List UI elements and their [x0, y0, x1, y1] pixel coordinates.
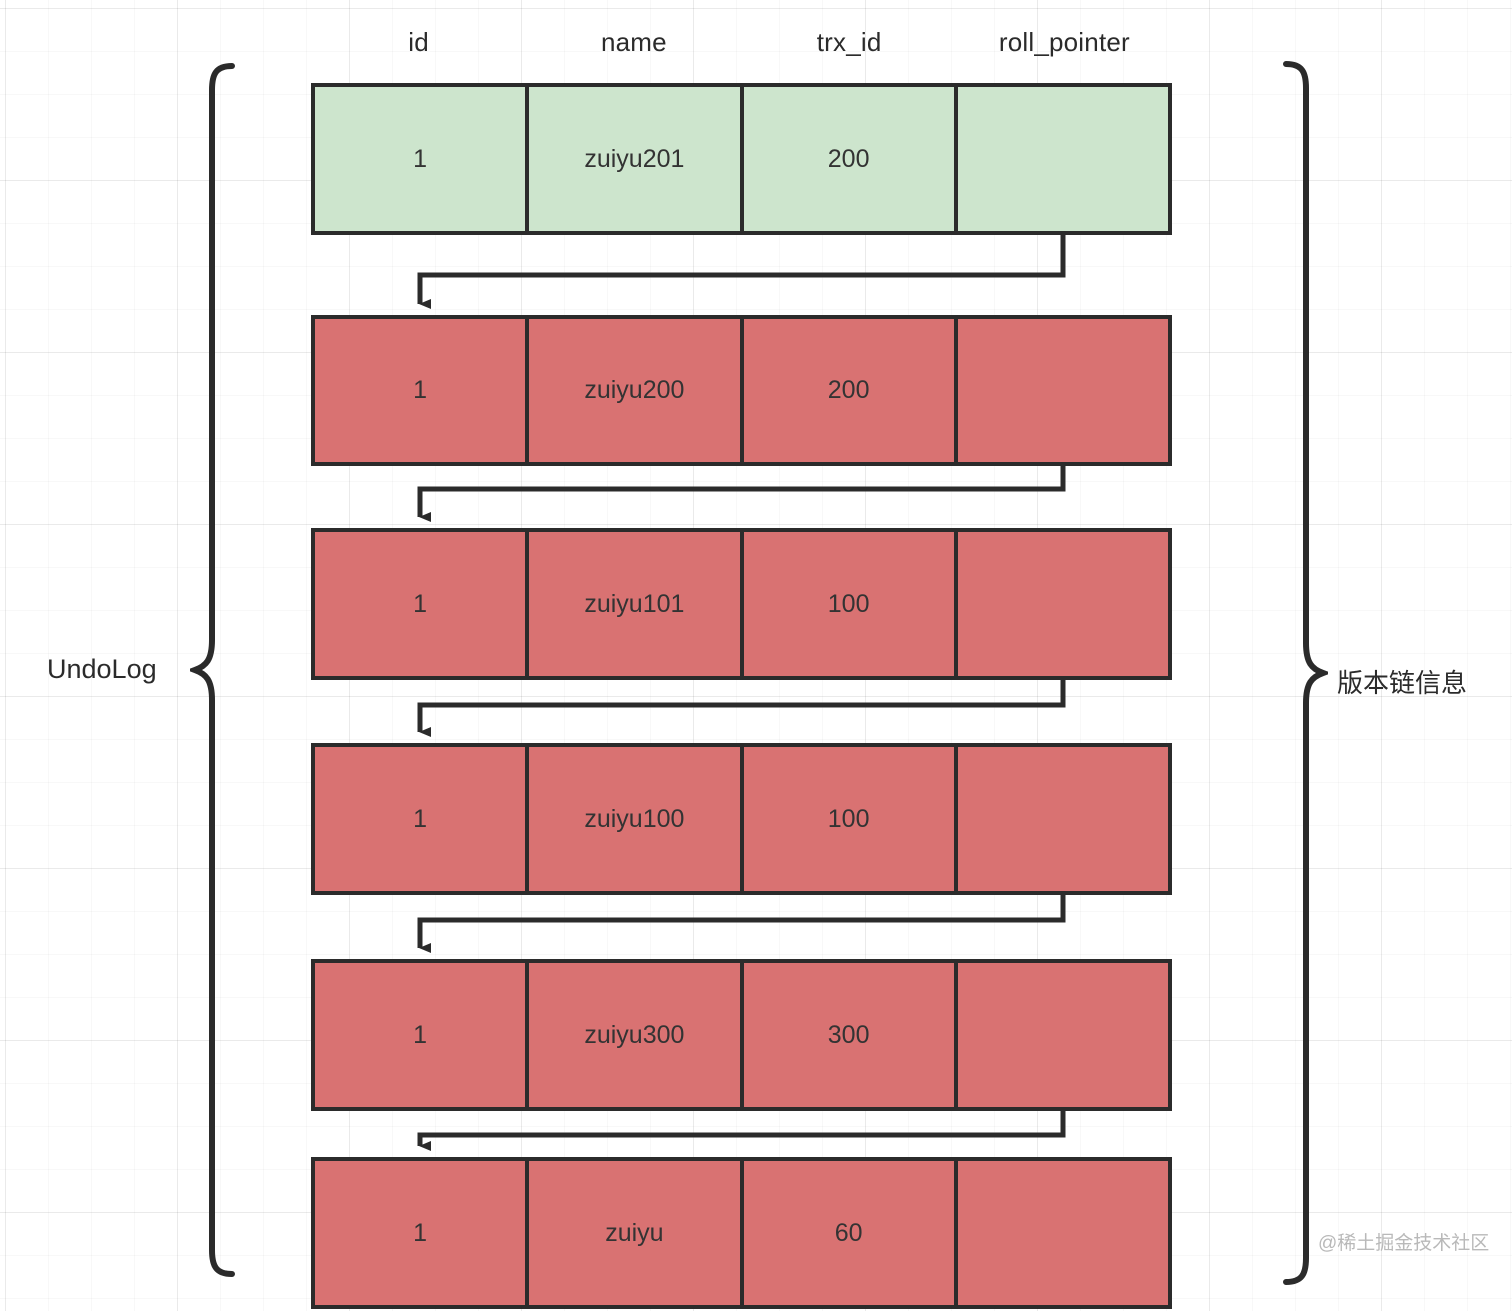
- cell-name: zuiyu200: [529, 319, 744, 462]
- version-row-undo-1[interactable]: 1 zuiyu200 200: [311, 315, 1172, 466]
- version-chain-label: 版本链信息: [1337, 668, 1468, 698]
- cell-id: 1: [315, 963, 530, 1107]
- version-row-current[interactable]: 1 zuiyu201 200: [311, 83, 1172, 235]
- version-row-undo-5[interactable]: 1 zuiyu 60: [311, 1157, 1172, 1309]
- cell-trx-id: 200: [743, 319, 958, 462]
- column-header-id: id: [408, 27, 429, 57]
- connector-2-to-3: [417, 466, 1066, 522]
- column-header-trx-id: trx_id: [816, 27, 882, 57]
- cell-id: 1: [315, 747, 530, 891]
- cell-roll-pointer: [957, 747, 1168, 891]
- version-chain-brace: [1283, 61, 1328, 1285]
- column-header-name: name: [600, 27, 667, 57]
- cell-name: zuiyu: [529, 1161, 744, 1305]
- connector-5-to-6: [417, 1111, 1066, 1151]
- cell-roll-pointer: [957, 963, 1168, 1107]
- cell-id: 1: [315, 87, 530, 231]
- cell-trx-id: 300: [743, 963, 958, 1107]
- cell-roll-pointer: [957, 87, 1168, 231]
- cell-trx-id: 60: [743, 1161, 958, 1305]
- cell-id: 1: [315, 1161, 530, 1305]
- cell-trx-id: 100: [743, 532, 958, 676]
- cell-name: zuiyu101: [529, 532, 744, 676]
- version-row-undo-3[interactable]: 1 zuiyu100 100: [311, 743, 1172, 895]
- cell-name: zuiyu201: [529, 87, 744, 231]
- watermark: @稀土掘金技术社区: [1318, 1233, 1490, 1254]
- version-row-undo-2[interactable]: 1 zuiyu101 100: [311, 528, 1172, 680]
- cell-roll-pointer: [957, 319, 1168, 462]
- cell-id: 1: [315, 319, 530, 462]
- cell-trx-id: 100: [743, 747, 958, 891]
- cell-roll-pointer: [957, 1161, 1168, 1305]
- column-header-roll-pointer: roll_pointer: [998, 27, 1130, 57]
- column-header-row: id name trx_id roll_pointer: [311, 22, 1172, 62]
- cell-name: zuiyu100: [529, 747, 744, 891]
- cell-name: zuiyu300: [529, 963, 744, 1107]
- connector-1-to-2: [417, 235, 1066, 309]
- version-row-undo-4[interactable]: 1 zuiyu300 300: [311, 959, 1172, 1111]
- connector-3-to-4: [417, 680, 1066, 737]
- undolog-brace: [190, 63, 235, 1277]
- connector-4-to-5: [417, 895, 1066, 953]
- cell-roll-pointer: [957, 532, 1168, 676]
- cell-trx-id: 200: [743, 87, 958, 231]
- cell-id: 1: [315, 532, 530, 676]
- undolog-label: UndoLog: [47, 654, 157, 684]
